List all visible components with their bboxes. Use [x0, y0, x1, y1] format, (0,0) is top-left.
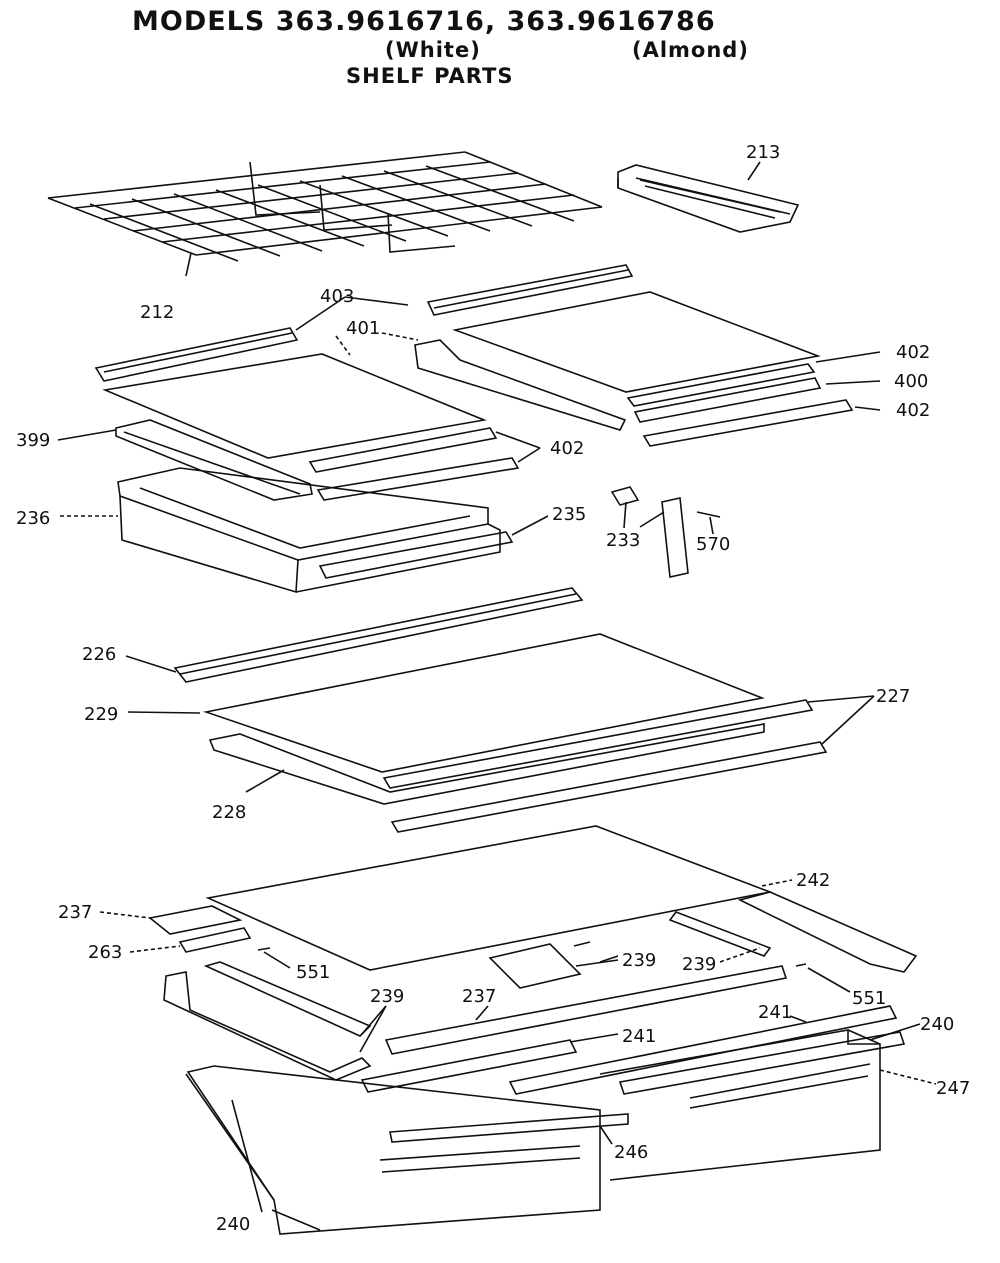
variant-white-label: (White)	[385, 38, 481, 62]
part-left-drawer-frame	[163, 961, 387, 1081]
part-240-drawer-left	[185, 1065, 601, 1235]
part-551-right	[795, 963, 851, 993]
callout-240-right: 240	[920, 1014, 954, 1035]
callout-402-top: 402	[896, 342, 930, 363]
part-239-center-bracket	[488, 941, 619, 989]
part-228-frame	[208, 723, 765, 805]
part-237-rail-right	[384, 965, 788, 1055]
part-239-right-marker	[719, 947, 761, 963]
callout-233: 233	[606, 530, 640, 551]
part-235-rail	[318, 515, 549, 579]
part-570-screw	[696, 511, 721, 535]
part-402-400-right-strips	[626, 351, 881, 447]
callout-242: 242	[796, 870, 830, 891]
callout-403: 403	[320, 286, 354, 307]
variant-almond-label: (Almond)	[632, 38, 749, 62]
callout-241-center: 241	[622, 1026, 656, 1047]
part-247	[618, 1031, 937, 1095]
callout-212: 212	[140, 302, 174, 323]
callout-551-right: 551	[852, 988, 886, 1009]
part-551-left	[257, 947, 291, 969]
part-399-frame	[57, 419, 313, 501]
callout-237-left: 237	[58, 902, 92, 923]
part-233-clip	[610, 486, 640, 529]
callout-239-center: 239	[622, 950, 656, 971]
part-212-wire-shelf	[47, 151, 603, 277]
part-242-glass-shelf	[205, 825, 793, 971]
callout-247: 247	[936, 1078, 970, 1099]
callout-229: 229	[84, 704, 118, 725]
part-support-column	[639, 497, 689, 578]
callout-246: 246	[614, 1142, 648, 1163]
callout-399: 399	[16, 430, 50, 451]
callout-227: 227	[876, 686, 910, 707]
callout-401: 401	[346, 318, 380, 339]
callout-235: 235	[552, 504, 586, 525]
callout-226: 226	[82, 644, 116, 665]
part-213-tray	[617, 161, 800, 233]
part-226-rail	[125, 587, 584, 683]
callout-239-left: 239	[370, 986, 404, 1007]
callout-263: 263	[88, 942, 122, 963]
part-right-side-rail	[668, 891, 918, 973]
callout-228: 228	[212, 802, 246, 823]
part-403-trims	[94, 264, 634, 382]
part-402-left-strips	[308, 427, 541, 501]
callout-400: 400	[894, 371, 928, 392]
part-236-crisper-drawer	[60, 467, 501, 594]
callout-570: 570	[696, 534, 730, 555]
part-263	[129, 927, 252, 953]
diagram-title: MODELS 363.9616716, 363.9616786	[132, 6, 716, 37]
callout-402-left: 402	[550, 438, 584, 459]
callout-402-mid: 402	[896, 400, 930, 421]
callout-labels: 212 213 403 401 402 400 402 399 402 236 …	[16, 142, 970, 1235]
part-229-glass-shelf	[127, 633, 765, 773]
callout-237-right: 237	[462, 986, 496, 1007]
part-237-rail-left	[99, 905, 243, 935]
callout-236: 236	[16, 508, 50, 529]
callout-239-right: 239	[682, 954, 716, 975]
callout-241-right: 241	[758, 1002, 792, 1023]
part-401-glass-left	[102, 335, 487, 459]
callout-213: 213	[746, 142, 780, 163]
part-227-strips	[382, 695, 875, 833]
part-240-drawer-right	[599, 1023, 921, 1181]
part-401-glass-right	[381, 291, 821, 431]
diagram-subtitle: SHELF PARTS	[346, 64, 514, 88]
part-241-rails	[360, 1005, 898, 1095]
part-246-trim	[389, 1113, 629, 1145]
callout-551-left: 551	[296, 962, 330, 983]
callout-240-left: 240	[216, 1214, 250, 1235]
